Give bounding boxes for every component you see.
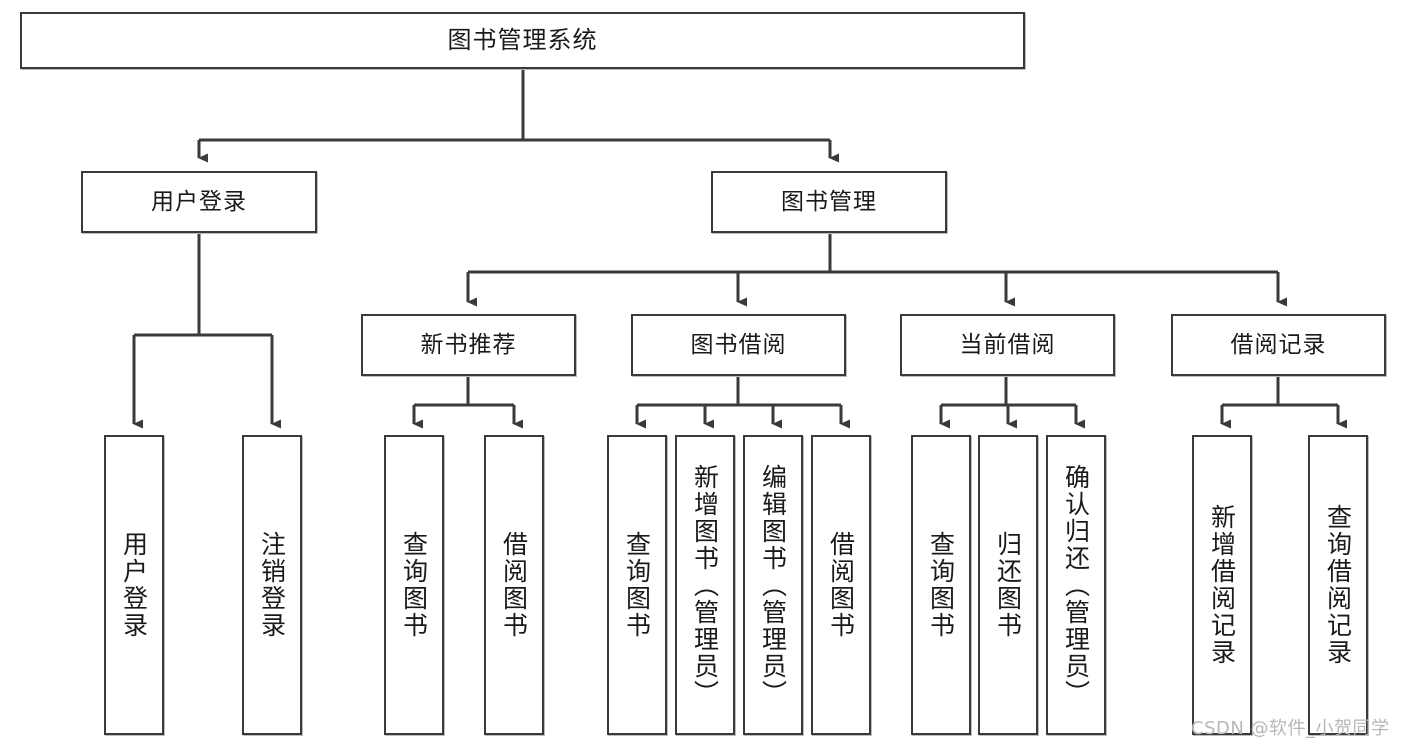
leaf-user-login-login[interactable]: 用户登录 — [104, 435, 164, 735]
node-label: 借阅图书 — [499, 531, 529, 639]
node-label: 新增借阅记录 — [1207, 504, 1237, 666]
leaf-user-login-logout[interactable]: 注销登录 — [242, 435, 302, 735]
node-current-borrow[interactable]: 当前借阅 — [900, 314, 1115, 376]
leaf-borrow-add-book-admin[interactable]: 新增图书（管理员） — [675, 435, 735, 735]
node-label: 归还图书 — [993, 531, 1023, 639]
csdn-watermark: CSDN @软件_小贺同学 — [1191, 718, 1390, 739]
leaf-record-query-record[interactable]: 查询借阅记录 — [1308, 435, 1368, 735]
leaf-current-query-book[interactable]: 查询图书 — [911, 435, 971, 735]
node-label: 用户登录 — [119, 531, 149, 639]
node-label: 查询借阅记录 — [1323, 504, 1353, 666]
leaf-current-confirm-return-admin[interactable]: 确认归还（管理员） — [1046, 435, 1106, 735]
node-user-login[interactable]: 用户登录 — [81, 171, 317, 233]
node-label: 借阅图书 — [826, 531, 856, 639]
node-label: 查询图书 — [622, 531, 652, 639]
node-label: 查询图书 — [399, 531, 429, 639]
node-label: 查询图书 — [926, 531, 956, 639]
leaf-recommend-borrow-book[interactable]: 借阅图书 — [484, 435, 544, 735]
node-label: 图书管理 — [781, 188, 877, 215]
leaf-borrow-query-book[interactable]: 查询图书 — [607, 435, 667, 735]
leaf-borrow-edit-book-admin[interactable]: 编辑图书（管理员） — [743, 435, 803, 735]
node-label: 注销登录 — [257, 531, 287, 639]
node-book-borrow[interactable]: 图书借阅 — [631, 314, 846, 376]
node-new-book-recommend[interactable]: 新书推荐 — [361, 314, 576, 376]
leaf-current-return-book[interactable]: 归还图书 — [978, 435, 1038, 735]
node-label: 图书借阅 — [690, 331, 787, 358]
leaf-borrow-borrow-book[interactable]: 借阅图书 — [811, 435, 871, 735]
node-borrow-record[interactable]: 借阅记录 — [1171, 314, 1386, 376]
node-book-management[interactable]: 图书管理 — [711, 171, 947, 233]
node-root-book-management-system[interactable]: 图书管理系统 — [20, 12, 1025, 69]
node-label: 确认归还（管理员） — [1061, 463, 1091, 707]
node-label: 新书推荐 — [420, 331, 517, 358]
node-label: 用户登录 — [151, 188, 247, 215]
node-label: 当前借阅 — [959, 331, 1056, 358]
node-label: 编辑图书（管理员） — [758, 463, 788, 707]
node-label: 图书管理系统 — [447, 25, 598, 54]
leaf-record-add-record[interactable]: 新增借阅记录 — [1192, 435, 1252, 735]
node-label: 新增图书（管理员） — [690, 463, 720, 707]
node-label: 借阅记录 — [1230, 331, 1327, 358]
leaf-recommend-query-book[interactable]: 查询图书 — [384, 435, 444, 735]
